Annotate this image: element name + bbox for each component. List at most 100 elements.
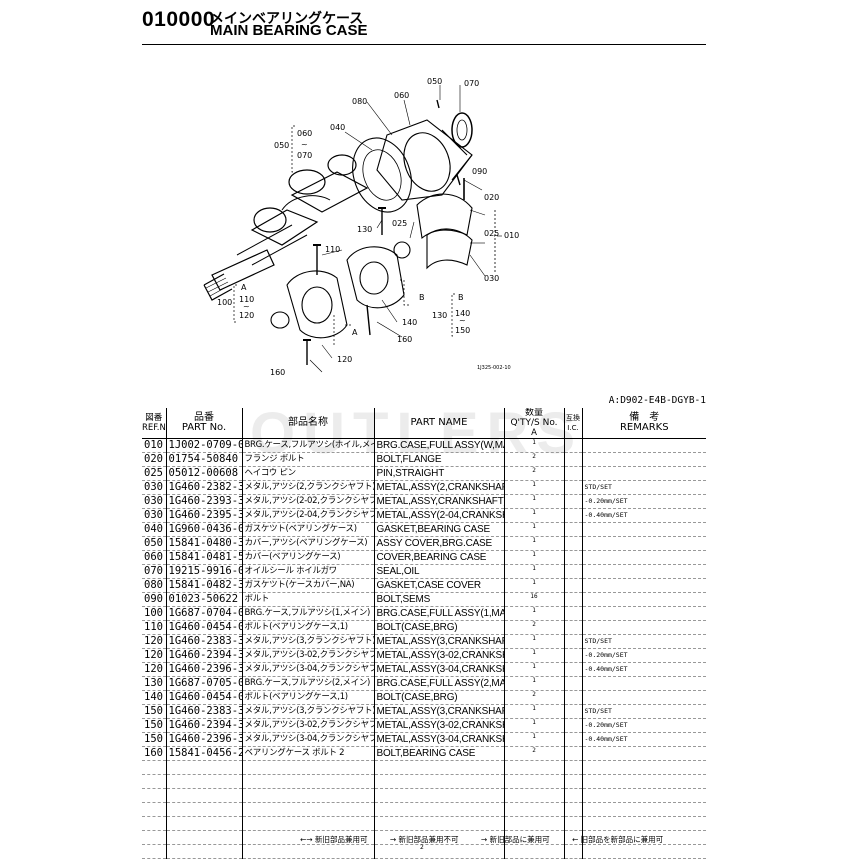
cell-name-en: METAL,ASSY(3-04,CRANKSHAFT)	[373, 662, 504, 677]
cell-qty: 1	[503, 578, 564, 593]
cell-part-no	[165, 802, 242, 817]
group-130-tilde: ~	[459, 316, 466, 325]
cell-name-en: BRG.CASE,FULL ASSY(2,MAIN)	[373, 676, 504, 691]
cell-name-jp	[241, 816, 374, 831]
cell-ref	[142, 844, 166, 859]
cell-qty: 2	[503, 746, 564, 761]
oil-seal-drawing	[451, 112, 473, 148]
col-part-name: PART NAME	[373, 408, 504, 439]
cell-name-jp: メタル,アツシ(3,クランクシヤフト)	[241, 704, 374, 719]
cell-name-jp: メタル,アツシ(3-04,クランクシヤフ	[241, 662, 374, 677]
cell-name-jp: BRG.ケース,フルアツシ(1,メイン)	[241, 606, 374, 621]
cell-ic	[563, 704, 582, 719]
cell-remarks: -0.40mm/SET	[581, 732, 706, 747]
cell-ic	[563, 746, 582, 761]
cell-qty: 1	[503, 536, 564, 551]
callout-020: 020	[484, 193, 499, 202]
cell-ref: 020	[142, 452, 166, 467]
callout-060: 060	[394, 91, 409, 100]
bearing-case-100-drawing	[270, 270, 348, 339]
cell-name-jp: フランジ ボルト	[241, 452, 374, 467]
cell-qty: 1	[503, 634, 564, 649]
callout-070: 070	[464, 79, 479, 88]
group-050-label: 050	[274, 141, 289, 150]
cell-ic	[563, 774, 582, 789]
table-row	[142, 774, 706, 789]
bearing-case-drawing	[376, 119, 473, 201]
cell-qty: 1	[503, 550, 564, 565]
table-row	[142, 802, 706, 817]
cell-name-jp: メタル,アツシ(3-02,クランクシヤフ	[241, 648, 374, 663]
cell-remarks	[581, 844, 706, 859]
cell-ref: 130	[142, 676, 166, 691]
cell-ref: 080	[142, 578, 166, 593]
cell-name-en: METAL,ASSY(2-04,CRANKSHAFT)	[373, 508, 504, 523]
cell-ref: 100	[142, 606, 166, 621]
cell-ic	[563, 690, 582, 705]
cell-remarks	[581, 522, 706, 537]
cell-remarks	[581, 690, 706, 705]
cell-ref: 030	[142, 508, 166, 523]
cell-part-no: 1G960-0436-0	[165, 522, 242, 537]
title-divider	[142, 44, 706, 45]
cell-name-en	[373, 844, 504, 859]
cell-name-en: BOLT(CASE,BRG)	[373, 620, 504, 635]
cell-part-no: 1J002-0709-0	[165, 438, 242, 453]
cell-qty	[503, 802, 564, 817]
exploded-parts-diagram: 050 070 060 080 040 090 020 025 010 030 …	[203, 77, 519, 377]
cell-remarks	[581, 564, 706, 579]
table-row	[142, 816, 706, 831]
bearing-case-130-drawing	[346, 246, 405, 309]
group-130-top: 140	[455, 309, 470, 318]
cell-name-en: BRG.CASE,FULL ASSY(1,MAIN)	[373, 606, 504, 621]
group-130-label: 130	[432, 311, 447, 320]
cell-qty: 1	[503, 718, 564, 733]
table-row	[142, 830, 706, 845]
callout-090: 050	[427, 77, 442, 86]
metal-bearing-drawing	[393, 178, 473, 270]
section-code: 010000	[142, 8, 216, 31]
cell-part-no: 1G460-2396-3	[165, 662, 242, 677]
cell-qty: 1	[503, 522, 564, 537]
figure-id: 1J325-002-10	[477, 365, 511, 371]
compatibility-legend: ←→ 新旧部品兼用可 → 新旧部品兼用不可 → 新旧部品に兼用可 ← 旧部品を新…	[300, 834, 683, 845]
legend-item-1: ←→ 新旧部品兼用可	[300, 835, 368, 844]
cell-name-en: BOLT,BEARING CASE	[373, 746, 504, 761]
cell-qty: 1	[503, 704, 564, 719]
cell-ic	[563, 578, 582, 593]
cell-ref	[142, 760, 166, 775]
cell-ref: 040	[142, 522, 166, 537]
callout-110: 110	[325, 245, 340, 254]
cell-ref: 070	[142, 564, 166, 579]
cell-name-en	[373, 788, 504, 803]
callout-040: 040	[330, 123, 345, 132]
cell-ic	[563, 662, 582, 677]
cell-qty: 2	[503, 466, 564, 481]
cell-qty: 16	[503, 592, 564, 607]
cell-part-no: 1G460-2396-3	[165, 732, 242, 747]
cell-remarks	[581, 536, 706, 551]
cell-ic	[563, 718, 582, 733]
callout-030: 030	[484, 274, 499, 283]
page-title-jp: メインベアリングケース	[210, 11, 364, 27]
cell-ic	[563, 732, 582, 747]
cell-remarks: -0.40mm/SET	[581, 662, 706, 677]
cell-remarks	[581, 760, 706, 775]
cell-ref: 060	[142, 550, 166, 565]
cell-part-no: 15841-0481-5	[165, 550, 242, 565]
cell-name-jp: ヘイコウ ピン	[241, 466, 374, 481]
cell-name-en	[373, 802, 504, 817]
cell-ref: 150	[142, 704, 166, 719]
cell-ic	[563, 536, 582, 551]
